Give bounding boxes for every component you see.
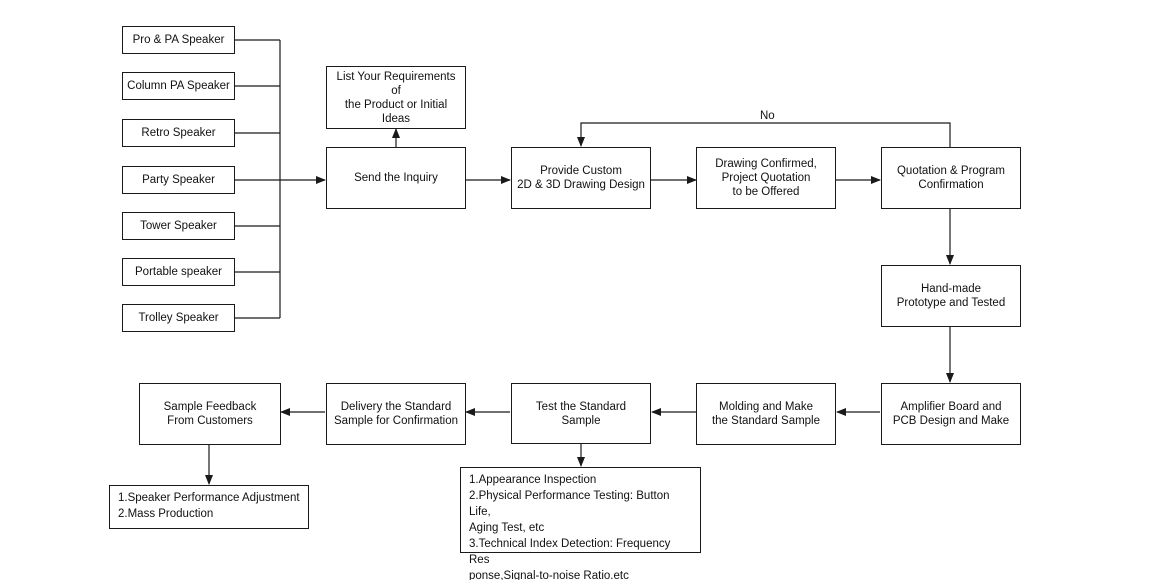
node-tower-speaker: Tower Speaker [122,212,235,240]
node-pro-pa-speaker: Pro & PA Speaker [122,26,235,54]
node-amplifier-pcb: Amplifier Board and PCB Design and Make [881,383,1021,445]
node-portable-speaker: Portable speaker [122,258,235,286]
node-test-sample: Test the Standard Sample [511,383,651,444]
node-drawing-confirmed: Drawing Confirmed, Project Quotation to … [696,147,836,209]
arrow-no-feedback-loop [577,122,951,147]
node-handmade-prototype: Hand-made Prototype and Tested [881,265,1021,327]
node-send-inquiry: Send the Inquiry [326,147,466,209]
node-drawing-design: Provide Custom 2D & 3D Drawing Design [511,147,651,209]
node-sample-feedback: Sample Feedback From Customers [139,383,281,445]
node-list-requirements: List Your Requirements of the Product or… [326,66,466,129]
node-quotation-confirmation: Quotation & Program Confirmation [881,147,1021,209]
node-feedback-actions-list: 1.Speaker Performance Adjustment 2.Mass … [109,485,309,529]
edge-label-no: No [760,110,775,122]
node-delivery-sample: Delivery the Standard Sample for Confirm… [326,383,466,445]
node-trolley-speaker: Trolley Speaker [122,304,235,332]
node-test-items-list: 1.Appearance Inspection 2.Physical Perfo… [460,467,701,580]
node-party-speaker: Party Speaker [122,166,235,194]
node-column-pa-speaker: Column PA Speaker [122,72,235,100]
node-molding-sample: Molding and Make the Standard Sample [696,383,836,445]
node-retro-speaker: Retro Speaker [122,119,235,147]
